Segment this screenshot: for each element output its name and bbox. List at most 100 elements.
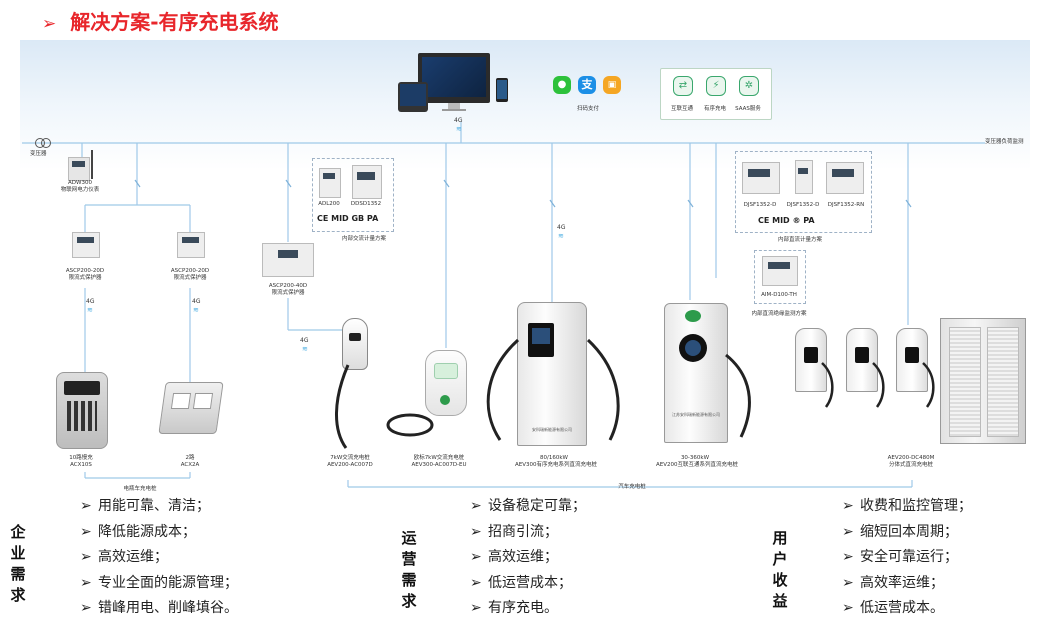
charger-aev300-cables [486,338,620,441]
page-title: ➢ 解决方案-有序充电系统 [42,6,279,35]
list-item: ➢收费和监控管理； [842,498,972,514]
list-item: ➢低运营成本。 [842,600,944,617]
title-arrow-icon: ➢ [42,14,57,34]
terminal2-icon [846,328,878,392]
service-label-1: 互联互通 [670,106,693,112]
aim-device-icon [762,256,798,286]
dc-meter1-icon [742,162,780,194]
charger-ac007d-icon [342,318,368,370]
charger-acx2a-icon [158,382,224,434]
alipay-icon: 支 [578,76,596,94]
list-item: ➢高效运维； [470,549,558,566]
ac-cert-marks: CE MID GB PA [317,214,379,223]
transformer-label: 变压器 [30,151,47,157]
charger-ac007d-eu-icon [425,350,467,416]
dc-meter2-icon [795,160,813,194]
charger-ac007d-eu-cable [386,413,434,437]
charger-aev300-brand: 安科瑞新能源有限公司 [532,427,572,432]
list-item: ➢错峰用电、削峰填谷。 [80,600,238,617]
phone-icon [496,78,508,102]
aim-label: AIM-D100-TH [761,292,797,298]
adl200-label: ADL200 [318,201,340,207]
monitor-icon [418,53,490,103]
antenna-icon [91,150,93,179]
aim-box [754,250,806,304]
list-item: ➢设备稳定可靠； [470,498,586,514]
dc-meter1-label: DJSF1352-D [743,202,777,208]
dc-cert-marks: CE MID ® PA [758,216,815,225]
list-item: ➢专业全面的能源管理； [80,574,238,591]
dc-wifi-icon: ≋ [558,232,564,240]
list-item: ➢用能可靠、清洁； [80,498,210,514]
list-item: ➢缩短回本周期； [842,523,958,540]
monitor-stand-icon [448,103,460,109]
top-wifi-icon: ≋ [456,125,462,133]
terminal1-icon [795,328,827,392]
charger-acx10s-icon [56,372,108,449]
car-bracket-label: 汽车充电桩 [618,484,646,490]
saas-icon: ✲ [739,76,759,96]
charger-aev200-dc-icon: 江苏安科瑞新能源有限公司 [664,303,728,443]
list-item: ➢有序充电。 [470,600,558,617]
top-4g-label: 4G [454,117,463,124]
ascp3-4g-label: 4G [300,337,309,344]
ac-meter-caption: 内部交流计量方案 [341,236,386,242]
dc-meter3-label: DJSF1352-RN [827,202,865,208]
charger-aev200-brand: 江苏安科瑞新能源有限公司 [672,412,720,417]
adw300-meter-icon [68,157,90,181]
wechat-icon: ● [553,76,571,94]
terminal3-icon [896,328,928,392]
ascp2-device-icon [177,232,205,258]
adl200-meter-icon [319,168,341,198]
interconnect-icon: ⇄ [673,76,693,96]
dc-4g-label: 4G [557,224,566,231]
ddsd1352-meter-icon [352,165,382,199]
laptop-icon [398,82,428,112]
charger-ac007d-cable [335,364,350,449]
ascp2-wifi-icon: ≋ [193,306,199,314]
dc-meter2-label: DJSF1352-D [786,202,820,208]
service-label-2: 有序充电 [703,106,726,112]
ordered-charging-icon: ⚡ [706,76,726,96]
operation-list: ➢设备稳定可靠； ➢招商引流； ➢高效运维； ➢低运营成本； ➢有序充电。 [470,494,586,622]
charger-aev300-dc-icon: 安科瑞新能源有限公司 [517,302,587,446]
list-item: ➢安全可靠运行； [842,549,958,566]
service-label-3: SAAS服务 [735,106,761,112]
charger-aev200-cable [725,353,751,438]
enterprise-heading: 企业需求 [10,523,26,604]
dc-meter-caption: 内部直流计量方案 [777,237,822,243]
terminal-cables [821,362,935,408]
user-heading: 用户收益 [772,529,788,610]
operation-heading: 运营需求 [401,529,417,610]
power-cabinet-icon [940,318,1026,444]
title-text: 解决方案-有序充电系统 [70,10,279,34]
ascp3-device-icon [262,243,314,277]
user-list: ➢收费和监控管理； ➢缩短回本周期； ➢安全可靠运行； ➢高效率运维； ➢低运营… [842,494,972,622]
ascp3-wifi-icon: ≋ [302,345,308,353]
ac-meter-box [312,158,394,232]
ascp1-device-icon [72,232,100,258]
dc-meter-box [735,151,872,233]
list-item: ➢高效率运维； [842,574,944,591]
pay-label: 扫码支付 [576,106,599,112]
ascp2-4g-label: 4G [192,298,201,305]
list-item: ➢招商引流； [470,523,558,540]
enterprise-list: ➢用能可靠、清洁； ➢降低能源成本； ➢高效运维； ➢专业全面的能源管理； ➢错… [80,494,238,622]
transformer-monitor-label: 变压器负荷监测 [985,139,1024,145]
ascp1-4g-label: 4G [86,298,95,305]
ascp1-wifi-icon: ≋ [87,306,93,314]
ebike-bracket-label: 电瓶车充电桩 [123,486,157,492]
list-item: ➢低运营成本； [470,574,572,591]
